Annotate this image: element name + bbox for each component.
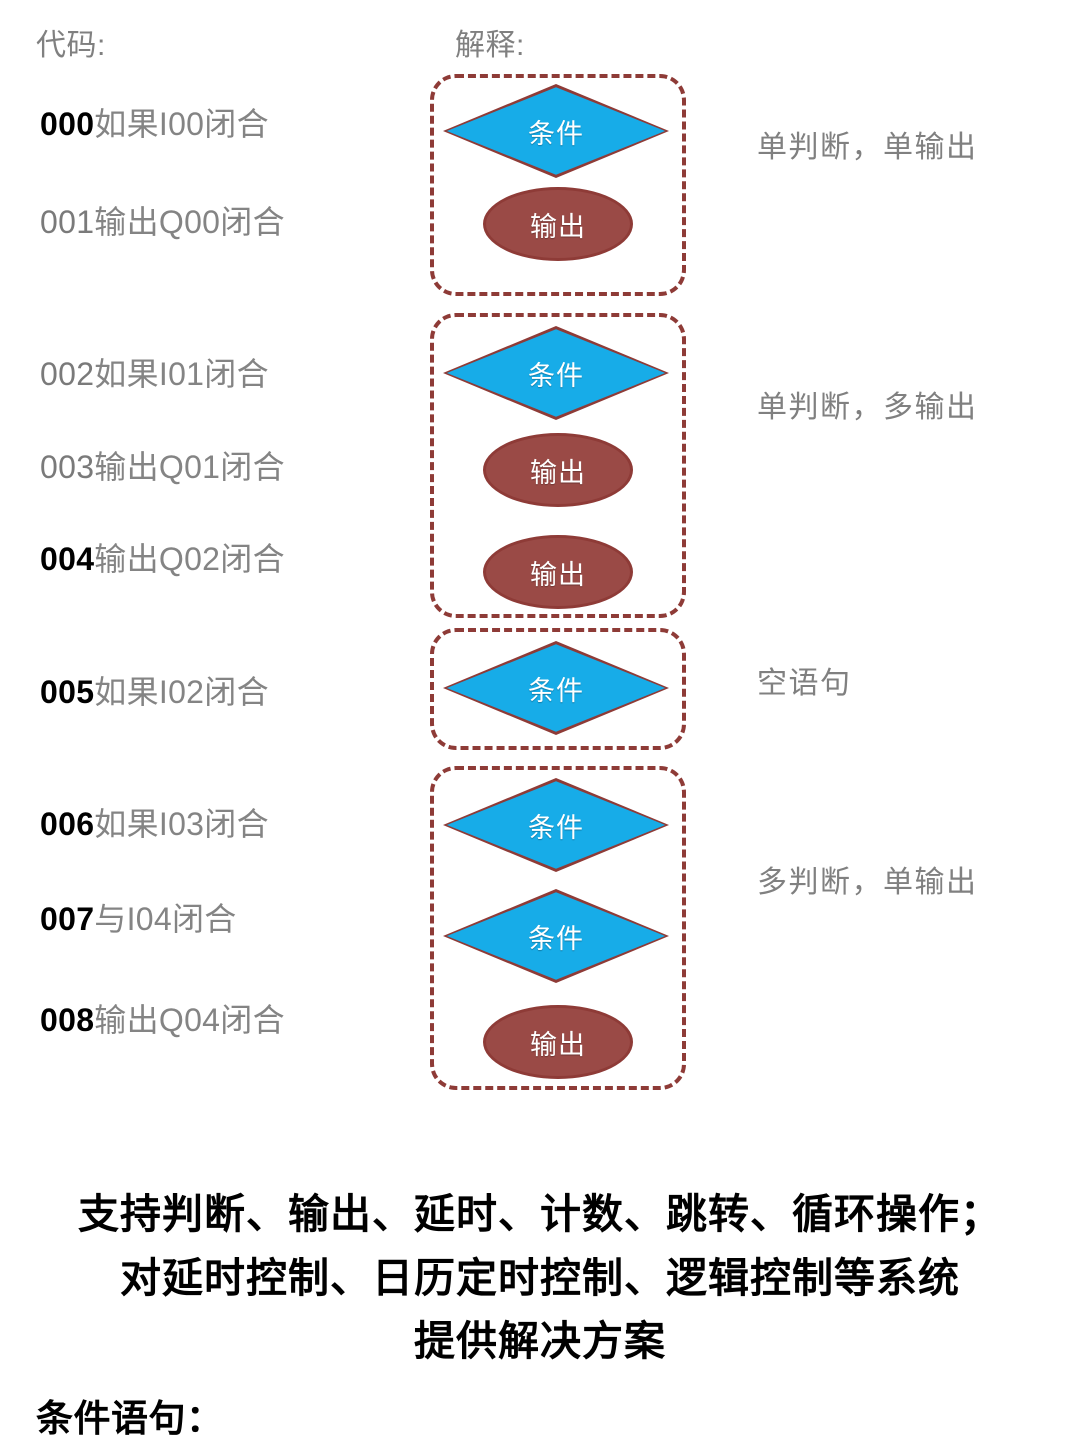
code-line-number: 008 — [40, 1002, 95, 1038]
code-line: 008输出Q04闭合 — [40, 1004, 285, 1036]
code-line: 001输出Q00闭合 — [40, 206, 285, 238]
output-ellipse: 输出 — [483, 1005, 633, 1079]
output-ellipse: 输出 — [483, 535, 633, 609]
code-line-number: 006 — [40, 806, 95, 842]
code-line-text: 如果I02闭合 — [94, 674, 269, 710]
output-ellipse: 输出 — [483, 187, 633, 261]
code-line: 007与I04闭合 — [40, 903, 237, 935]
code-line-text: 输出Q01闭合 — [94, 449, 285, 485]
output-label: 输出 — [530, 1029, 586, 1060]
flow-group-container — [430, 766, 686, 1090]
code-line-text: 输出Q02闭合 — [94, 541, 285, 577]
condition-label: 条件 — [528, 360, 584, 391]
condition-label: 条件 — [528, 923, 584, 954]
output-ellipse: 输出 — [483, 433, 633, 507]
condition-label: 条件 — [528, 675, 584, 706]
code-line: 004输出Q02闭合 — [40, 543, 285, 575]
condition-diamond: 条件 — [443, 641, 669, 735]
code-line-text: 如果I03闭合 — [94, 806, 269, 842]
code-line-number: 007 — [40, 901, 95, 937]
code-line: 006如果I03闭合 — [40, 808, 269, 840]
condition-label: 条件 — [528, 118, 584, 149]
flow-group-container — [430, 74, 686, 296]
code-line: 005如果I02闭合 — [40, 676, 269, 708]
code-column-header: 代码: — [36, 29, 106, 62]
code-line-number: 001 — [40, 204, 95, 240]
code-line: 003输出Q01闭合 — [40, 451, 285, 483]
code-line-number: 003 — [40, 449, 95, 485]
summary-line: 提供解决方案 — [414, 1318, 666, 1365]
code-line: 002如果I01闭合 — [40, 358, 269, 390]
condition-diamond: 条件 — [443, 889, 669, 983]
group-annotation: 单判断，多输出 — [757, 391, 978, 424]
code-line-text: 输出Q04闭合 — [94, 1002, 285, 1038]
summary-line: 对延时控制、日历定时控制、逻辑控制等系统 — [120, 1254, 960, 1301]
code-line-text: 如果I00闭合 — [94, 106, 269, 142]
group-annotation: 单判断，单输出 — [757, 131, 978, 164]
code-line-number: 005 — [40, 674, 95, 710]
code-line-text: 如果I01闭合 — [94, 356, 269, 392]
code-line-text: 输出Q00闭合 — [94, 204, 285, 240]
output-label: 输出 — [530, 457, 586, 488]
group-annotation: 空语句 — [757, 667, 852, 700]
condition-label: 条件 — [528, 812, 584, 843]
summary-paragraph: 支持判断、输出、延时、计数、跳转、循环操作； 对延时控制、日历定时控制、逻辑控制等… — [0, 1183, 1080, 1374]
explanation-column-header: 解释: — [455, 29, 525, 62]
output-label: 输出 — [530, 211, 586, 242]
code-line-number: 004 — [40, 541, 95, 577]
code-line: 000如果I00闭合 — [40, 108, 269, 140]
flow-group-container — [430, 628, 686, 750]
condition-diamond: 条件 — [443, 84, 669, 178]
group-annotation: 多判断，单输出 — [757, 866, 978, 899]
condition-diamond: 条件 — [443, 778, 669, 872]
code-line-number: 002 — [40, 356, 95, 392]
summary-line: 支持判断、输出、延时、计数、跳转、循环操作； — [78, 1191, 1002, 1237]
conditional-statement-label: 条件语句： — [36, 1398, 224, 1439]
code-line-number: 000 — [40, 106, 95, 142]
condition-diamond: 条件 — [443, 326, 669, 420]
output-label: 输出 — [530, 559, 586, 590]
code-line-text: 与I04闭合 — [94, 901, 237, 937]
flow-group-container — [430, 313, 686, 618]
